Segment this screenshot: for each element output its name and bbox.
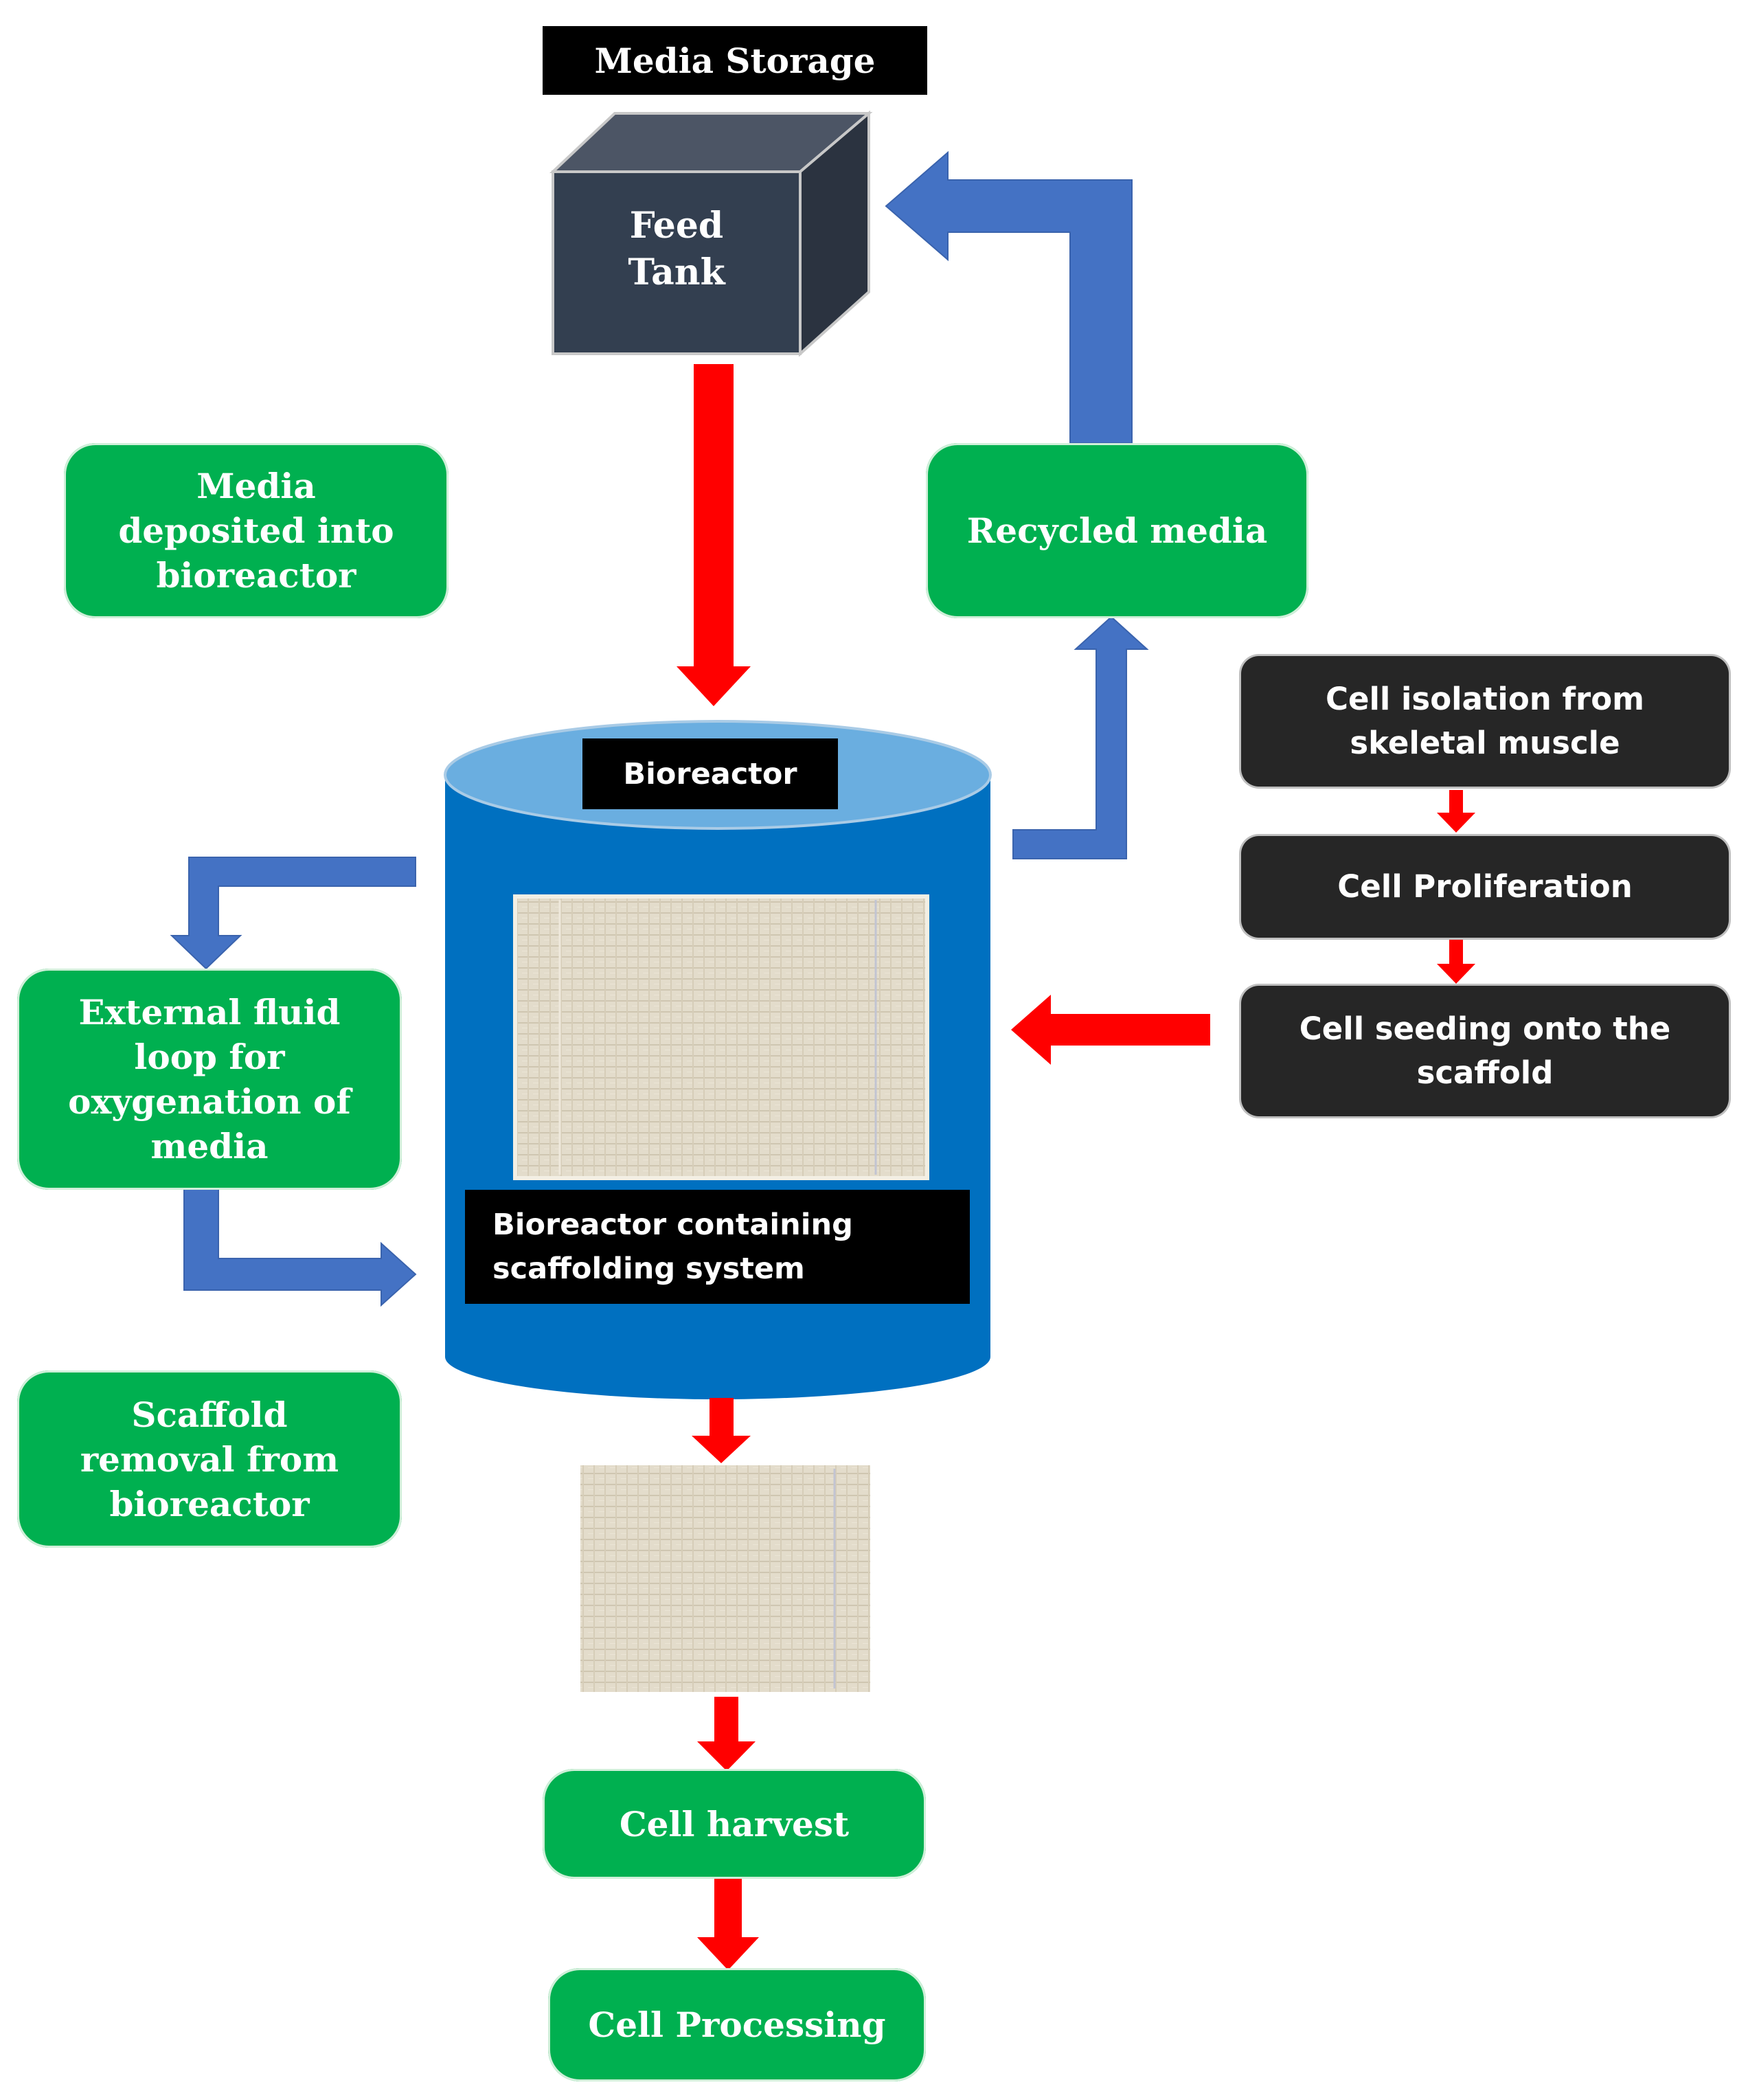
arrow-bioreactor-to-scaffold [692, 1398, 751, 1463]
feed-tank [549, 110, 873, 357]
scaffold-removal-box: Scaffold removal from bioreactor [17, 1370, 402, 1548]
arrow-scaffold-to-harvest [697, 1697, 756, 1771]
arrow-bioreactor-to-loop [170, 857, 416, 970]
feed-tank-front [552, 170, 802, 355]
removed-scaffold [580, 1465, 870, 1692]
arrow-proliferation-to-seeding [1437, 940, 1475, 984]
cell-seeding-box: Cell seeding onto the scaffold [1241, 986, 1729, 1116]
arrow-isolation-to-proliferation [1437, 790, 1475, 833]
recycled-media-box: Recycled media [926, 443, 1308, 618]
arrow-loop-to-bioreactor [183, 1188, 417, 1307]
media-storage-label: Media Storage [543, 26, 927, 95]
cell-proliferation-box: Cell Proliferation [1241, 836, 1729, 938]
cell-isolation-box: Cell isolation from skeletal muscle [1241, 656, 1729, 787]
external-fluid-loop-box: External fluid loop for oxygenation of m… [17, 969, 402, 1190]
cell-harvest-box: Cell harvest [543, 1769, 926, 1879]
bioreactor-title: Bioreactor [582, 738, 838, 809]
feed-tank-label: Feed Tank [628, 205, 725, 293]
bioreactor-caption: Bioreactor containing scaffolding system [465, 1190, 970, 1304]
scaffold-in-bioreactor [513, 894, 929, 1180]
arrow-recycled-to-tank [885, 150, 1133, 444]
arrow-tank-to-bioreactor [677, 364, 751, 706]
cell-processing-box: Cell Processing [548, 1968, 926, 2081]
arrow-seeding-to-bioreactor [1011, 995, 1210, 1065]
arrow-bioreactor-to-recycled [1012, 616, 1149, 859]
arrow-harvest-to-processing [697, 1879, 759, 1970]
media-deposited-box: Media deposited into bioreactor [64, 443, 449, 618]
